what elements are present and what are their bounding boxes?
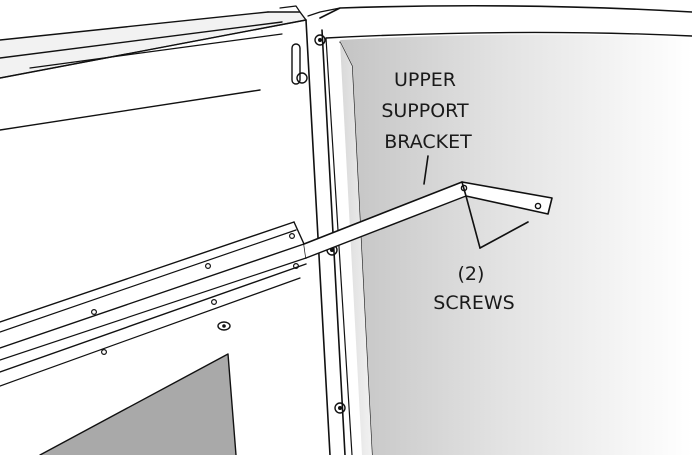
latch-slot — [291, 43, 308, 85]
bracket-label-line-3: BRACKET — [384, 131, 472, 153]
upper-support-bracket — [303, 181, 553, 259]
panel-opening — [39, 353, 237, 455]
horizontal-rail — [0, 221, 307, 361]
screws-label-line-2: SCREWS — [433, 292, 514, 314]
left-door-panel — [0, 19, 307, 131]
panel-standoff-screw — [217, 321, 231, 331]
bracket-label-line-1: UPPER — [394, 69, 456, 91]
cabinet-interior-wall — [319, 4, 692, 455]
screws-label-line-1: (2) — [458, 263, 485, 285]
bracket-label: UPPER SUPPORT BRACKET — [381, 69, 474, 153]
bracket-label-line-2: SUPPORT — [381, 100, 469, 122]
leader-lines — [423, 155, 529, 249]
post-screw-top — [314, 34, 326, 46]
screws-label: (2) SCREWS — [433, 263, 514, 314]
lower-panel — [0, 263, 307, 387]
post-screw-bottom — [334, 402, 346, 414]
